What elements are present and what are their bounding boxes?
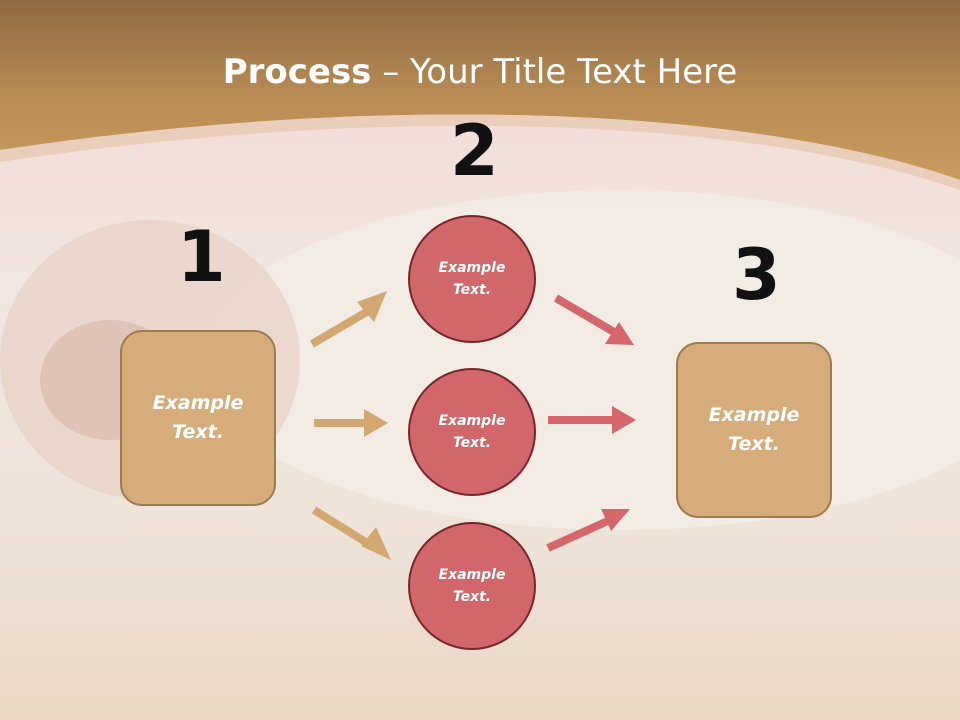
header-band [0, 0, 960, 180]
circle-bottom-line1: Example [438, 567, 506, 583]
circle-top-line2: Text. [452, 282, 492, 298]
circle-middle-line1: Example [438, 413, 506, 429]
blanket-shape [200, 190, 960, 530]
arrow-upper-right [553, 294, 634, 345]
arrow-lower-right [546, 509, 630, 552]
step-number-3: 3 [732, 234, 781, 316]
circle-middle-line2: Text. [452, 435, 492, 451]
title-bold: Process [222, 52, 372, 92]
step-1-box: Example Text. [120, 330, 276, 506]
arrow-middle-right [548, 406, 636, 434]
step-1-text-line1: Example [152, 392, 244, 414]
circle-bottom-line2: Text. [452, 589, 492, 605]
circle-top: Example Text. [408, 215, 536, 343]
header-curve-highlight [0, 114, 960, 190]
step-number-2: 2 [450, 110, 499, 192]
arrow-lower-left [311, 506, 391, 560]
step-3-box: Example Text. [676, 342, 832, 518]
circle-middle: Example Text. [408, 368, 536, 496]
arrow-upper-left [309, 291, 387, 348]
title-rest: – Your Title Text Here [371, 52, 738, 92]
step-number-1: 1 [177, 216, 226, 298]
slide-title: Process – Your Title Text Here [0, 52, 960, 92]
step-3-text-line2: Text. [728, 433, 780, 455]
step-1-text-line2: Text. [172, 421, 224, 443]
circle-bottom: Example Text. [408, 522, 536, 650]
arrow-middle-left [314, 409, 388, 437]
step-3-text-line1: Example [708, 404, 800, 426]
circle-top-line1: Example [438, 260, 506, 276]
